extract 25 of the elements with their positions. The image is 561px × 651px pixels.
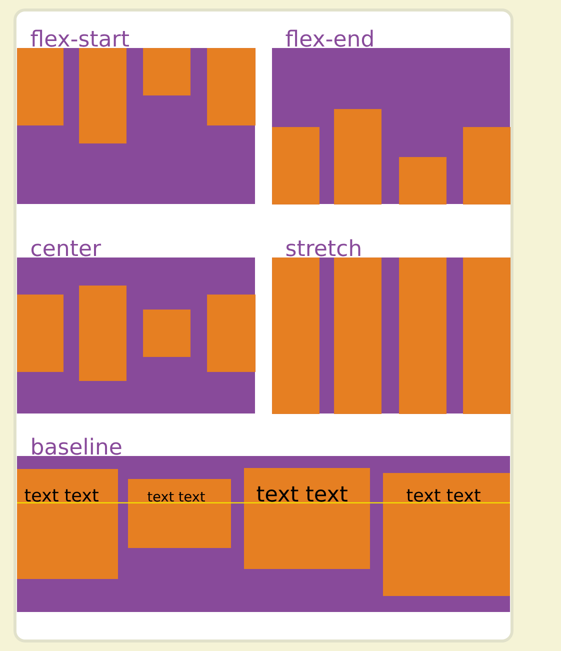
flex-item: [272, 127, 320, 205]
flex-item: [143, 310, 191, 358]
container-heading: flex-end: [286, 30, 373, 47]
flex-item: [462, 127, 511, 205]
flex-item: [17, 48, 64, 126]
flex-item: [143, 48, 191, 96]
flex-item: text text: [244, 468, 370, 569]
flex-item: [207, 48, 256, 126]
flex-item: [207, 294, 256, 372]
flex-item: [399, 157, 447, 205]
flex-item: [462, 258, 511, 414]
container-heading: baseline: [32, 438, 122, 455]
flex-item: [399, 258, 447, 414]
flex-item: [334, 258, 382, 414]
flex-item: text text: [383, 473, 510, 596]
flex-item: [272, 258, 320, 414]
flex-item: text text: [17, 469, 118, 579]
container-heading: center: [31, 240, 102, 256]
flex-item: [17, 294, 64, 372]
flex-item: [79, 286, 127, 382]
flex-item: [79, 48, 127, 144]
container-heading: stretch: [286, 239, 360, 256]
container-heading: flex-start: [30, 30, 129, 47]
flex-item: [334, 109, 382, 205]
flex-item: text text: [128, 479, 231, 548]
